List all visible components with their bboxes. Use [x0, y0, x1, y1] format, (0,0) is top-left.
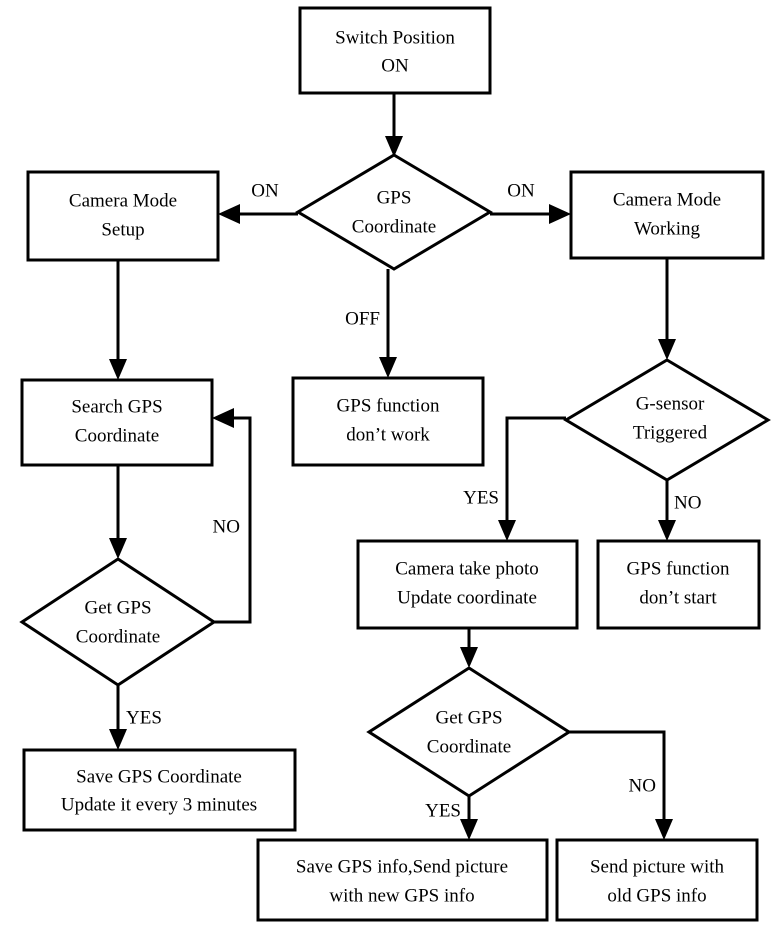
node-save-gps-info-send-picture[interactable]: Save GPS info,Send picture with new GPS …	[256, 838, 549, 922]
edge-label-no-loop-left: NO	[213, 516, 240, 537]
edge-label-yes-gsensor: YES	[463, 487, 499, 508]
edge-photo-to-get-right	[460, 628, 478, 668]
edge-label-yes-left: YES	[126, 707, 162, 728]
node-save-gps-info-send-picture-line2: with new GPS info	[329, 885, 474, 906]
node-save-gps-coordinate-line2: Update it every 3 minutes	[61, 794, 257, 815]
node-save-gps-coordinate-line1: Save GPS Coordinate	[76, 766, 242, 787]
node-gps-function-dont-start-line1: GPS function	[627, 558, 730, 579]
edge-gsensor-yes: YES	[463, 416, 566, 541]
node-gps-function-dont-start-line2: don’t start	[639, 587, 717, 608]
node-camera-mode-working-line1: Camera Mode	[613, 189, 721, 210]
node-gps-function-dont-start[interactable]: GPS function don’t start	[596, 539, 761, 630]
node-camera-take-photo[interactable]: Camera take photo Update coordinate	[356, 539, 579, 630]
node-search-gps-coordinate-line2: Coordinate	[75, 425, 159, 446]
edge-label-off: OFF	[345, 308, 380, 329]
edge-label-on-right: ON	[507, 180, 535, 201]
node-get-gps-coordinate-left-line1: Get GPS	[84, 597, 151, 618]
node-get-gps-coordinate-right-line2: Coordinate	[427, 736, 511, 757]
edge-gps-to-dont-work: OFF	[345, 269, 397, 378]
node-get-gps-coordinate-right-line1: Get GPS	[435, 707, 502, 728]
edge-get-right-yes: YES	[425, 796, 478, 840]
node-camera-mode-setup-line2: Setup	[101, 219, 144, 240]
node-send-picture-old-gps[interactable]: Send picture with old GPS info	[555, 838, 759, 922]
node-camera-mode-working-line2: Working	[634, 218, 701, 239]
edge-label-no-get-right: NO	[629, 775, 656, 796]
edge-label-yes-get-right: YES	[425, 800, 461, 821]
node-search-gps-coordinate-line1: Search GPS	[71, 396, 162, 417]
edge-get-left-no-loop: NO	[212, 408, 252, 624]
node-camera-mode-setup-line1: Camera Mode	[69, 190, 177, 211]
node-search-gps-coordinate[interactable]: Search GPS Coordinate	[20, 378, 214, 467]
edge-gps-to-working: ON	[490, 180, 571, 224]
node-gps-coordinate-decision-line2: Coordinate	[352, 216, 436, 237]
edge-setup-to-search	[109, 260, 127, 380]
node-g-sensor-triggered[interactable]: G-sensor Triggered	[563, 358, 771, 482]
node-get-gps-coordinate-left[interactable]: Get GPS Coordinate	[19, 557, 217, 687]
node-camera-take-photo-line1: Camera take photo	[395, 558, 539, 579]
node-get-gps-coordinate-right[interactable]: Get GPS Coordinate	[366, 666, 572, 798]
edge-get-left-yes: YES	[109, 685, 162, 750]
edge-label-on-left: ON	[251, 180, 279, 201]
node-gps-function-dont-work[interactable]: GPS function don’t work	[291, 376, 485, 467]
node-camera-mode-working[interactable]: Camera Mode Working	[569, 170, 765, 260]
node-gps-function-dont-work-line2: don’t work	[346, 424, 430, 445]
edge-switch-to-gps	[385, 93, 403, 157]
edge-working-to-gsensor	[658, 258, 676, 360]
node-send-picture-old-gps-line1: Send picture with	[590, 856, 725, 877]
node-get-gps-coordinate-left-line2: Coordinate	[76, 626, 160, 647]
edge-search-to-get-left	[109, 465, 127, 559]
node-g-sensor-triggered-line1: G-sensor	[636, 393, 705, 414]
node-gps-coordinate-decision[interactable]: GPS Coordinate	[295, 153, 493, 271]
node-switch-position-on[interactable]: Switch Position ON	[298, 6, 492, 95]
node-save-gps-info-send-picture-line1: Save GPS info,Send picture	[296, 856, 508, 877]
node-g-sensor-triggered-line2: Triggered	[633, 422, 708, 443]
edge-gsensor-no: NO	[658, 480, 701, 541]
node-camera-mode-setup[interactable]: Camera Mode Setup	[26, 170, 220, 262]
edge-get-right-no: NO	[569, 730, 673, 840]
node-save-gps-coordinate[interactable]: Save GPS Coordinate Update it every 3 mi…	[22, 748, 297, 832]
node-send-picture-old-gps-line2: old GPS info	[607, 885, 706, 906]
edge-gps-to-setup: ON	[218, 180, 298, 224]
edge-label-no-gsensor: NO	[674, 492, 701, 513]
node-gps-function-dont-work-line1: GPS function	[337, 395, 440, 416]
node-gps-coordinate-decision-line1: GPS	[377, 187, 412, 208]
node-camera-take-photo-line2: Update coordinate	[397, 587, 537, 608]
node-switch-position-on-line1: Switch Position	[335, 27, 455, 48]
node-switch-position-on-line2: ON	[381, 55, 409, 76]
